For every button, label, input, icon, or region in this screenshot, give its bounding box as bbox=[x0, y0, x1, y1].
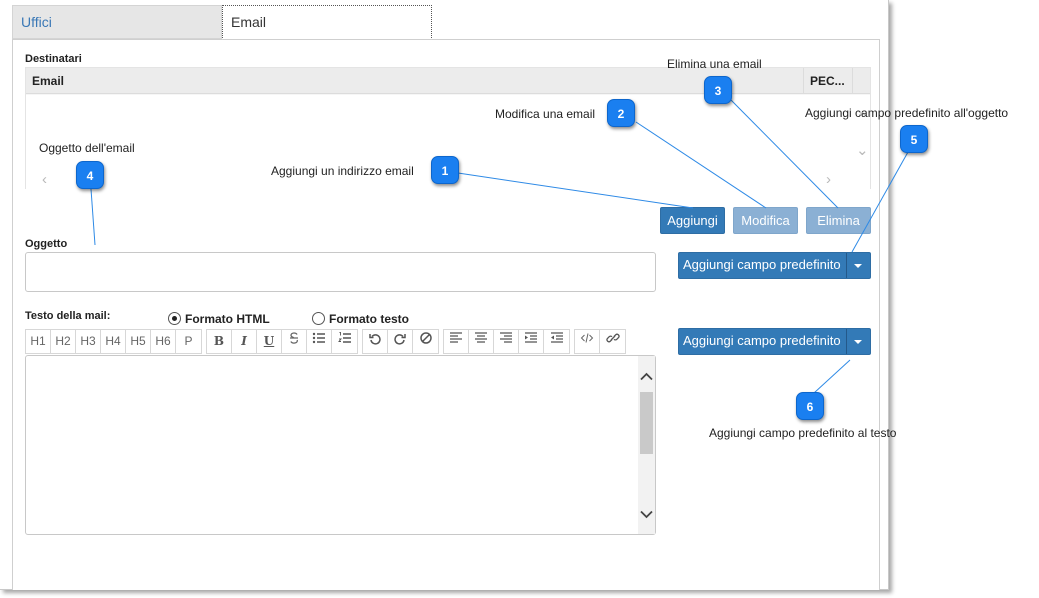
radio-unselected-icon[interactable] bbox=[312, 312, 325, 325]
grid-header: Email PEC... bbox=[26, 68, 870, 94]
toolbar-headings: H1 H2 H3 H4 H5 H6 P bbox=[25, 329, 202, 354]
chevron-down-icon[interactable] bbox=[845, 253, 870, 278]
chevron-down-icon[interactable] bbox=[845, 329, 870, 354]
scroll-right-icon[interactable]: › bbox=[826, 171, 831, 188]
numbered-list-icon[interactable] bbox=[332, 330, 357, 353]
add-email-button[interactable]: Aggiungi bbox=[660, 207, 725, 234]
add-field-subject-button[interactable]: Aggiungi campo predefinito bbox=[678, 252, 871, 279]
toolbar-alignment bbox=[443, 329, 570, 354]
align-left-icon[interactable] bbox=[444, 330, 469, 353]
radio-format-text-label: Formato testo bbox=[329, 312, 410, 326]
body-editor[interactable] bbox=[25, 355, 656, 535]
chevron-down-icon[interactable] bbox=[640, 508, 653, 522]
callout-badge-4: 4 bbox=[76, 161, 104, 189]
indent-icon[interactable] bbox=[519, 330, 544, 353]
subject-label: Oggetto bbox=[25, 238, 68, 250]
column-header-pec[interactable]: PEC... bbox=[803, 68, 853, 94]
strikethrough-icon[interactable] bbox=[282, 330, 307, 353]
toolbar-h6-button[interactable]: H6 bbox=[151, 330, 176, 353]
callout-text-3: Elimina una email bbox=[667, 57, 762, 71]
redo-icon[interactable] bbox=[388, 330, 413, 353]
callout-text-6: Aggiungi campo predefinito al testo bbox=[709, 426, 897, 440]
undo-icon[interactable] bbox=[363, 330, 388, 353]
bullet-list-icon[interactable] bbox=[307, 330, 332, 353]
italic-button[interactable]: I bbox=[232, 330, 257, 353]
callout-text-5: Aggiungi campo predefinito all'oggetto bbox=[805, 106, 1009, 120]
toolbar-h2-button[interactable]: H2 bbox=[51, 330, 76, 353]
scrollbar-thumb[interactable] bbox=[640, 392, 653, 454]
toolbar-h5-button[interactable]: H5 bbox=[126, 330, 151, 353]
toolbar-h4-button[interactable]: H4 bbox=[101, 330, 126, 353]
subject-input[interactable] bbox=[25, 252, 656, 292]
add-field-body-label[interactable]: Aggiungi campo predefinito bbox=[679, 329, 847, 354]
tab-uffici[interactable]: Uffici bbox=[12, 5, 222, 39]
callout-badge-1: 1 bbox=[431, 156, 459, 184]
delete-email-button[interactable]: Elimina bbox=[806, 207, 871, 234]
callout-badge-5: 5 bbox=[900, 125, 928, 153]
body-label: Testo della mail: bbox=[25, 310, 111, 322]
bold-button[interactable]: B bbox=[207, 330, 232, 353]
radio-selected-icon[interactable] bbox=[168, 312, 181, 325]
edit-email-button[interactable]: Modifica bbox=[733, 207, 798, 234]
radio-format-html-label: Formato HTML bbox=[185, 312, 270, 326]
scroll-down-icon[interactable]: ⌄ bbox=[856, 142, 869, 159]
callout-text-1: Aggiungi un indirizzo email bbox=[271, 164, 414, 178]
callout-badge-3: 3 bbox=[704, 76, 732, 104]
add-field-body-button[interactable]: Aggiungi campo predefinito bbox=[678, 328, 871, 355]
scroll-left-icon[interactable]: ‹ bbox=[42, 171, 47, 188]
callout-text-4: Oggetto dell'email bbox=[39, 141, 135, 155]
clear-format-icon[interactable] bbox=[413, 330, 438, 353]
chevron-up-icon[interactable] bbox=[640, 370, 653, 384]
toolbar-format: B I U bbox=[206, 329, 358, 354]
callout-text-2: Modifica una email bbox=[495, 107, 596, 121]
recipients-label: Destinatari bbox=[25, 53, 82, 65]
scroll-up-icon[interactable]: ⌃ bbox=[856, 110, 869, 127]
underline-button[interactable]: U bbox=[257, 330, 282, 353]
editor-scrollbar[interactable] bbox=[638, 356, 655, 534]
add-field-subject-label[interactable]: Aggiungi campo predefinito bbox=[679, 253, 847, 278]
code-icon[interactable] bbox=[575, 330, 600, 353]
outdent-icon[interactable] bbox=[544, 330, 569, 353]
toolbar-h3-button[interactable]: H3 bbox=[76, 330, 101, 353]
link-icon[interactable] bbox=[600, 330, 625, 353]
align-center-icon[interactable] bbox=[469, 330, 494, 353]
toolbar-history bbox=[362, 329, 439, 354]
toolbar-h1-button[interactable]: H1 bbox=[26, 330, 51, 353]
callout-badge-2: 2 bbox=[607, 99, 635, 127]
tab-email[interactable]: Email bbox=[222, 5, 432, 40]
callout-badge-6: 6 bbox=[796, 392, 824, 420]
align-right-icon[interactable] bbox=[494, 330, 519, 353]
toolbar-extra bbox=[574, 329, 626, 354]
toolbar-p-button[interactable]: P bbox=[184, 334, 193, 348]
column-header-email[interactable]: Email bbox=[32, 74, 65, 88]
